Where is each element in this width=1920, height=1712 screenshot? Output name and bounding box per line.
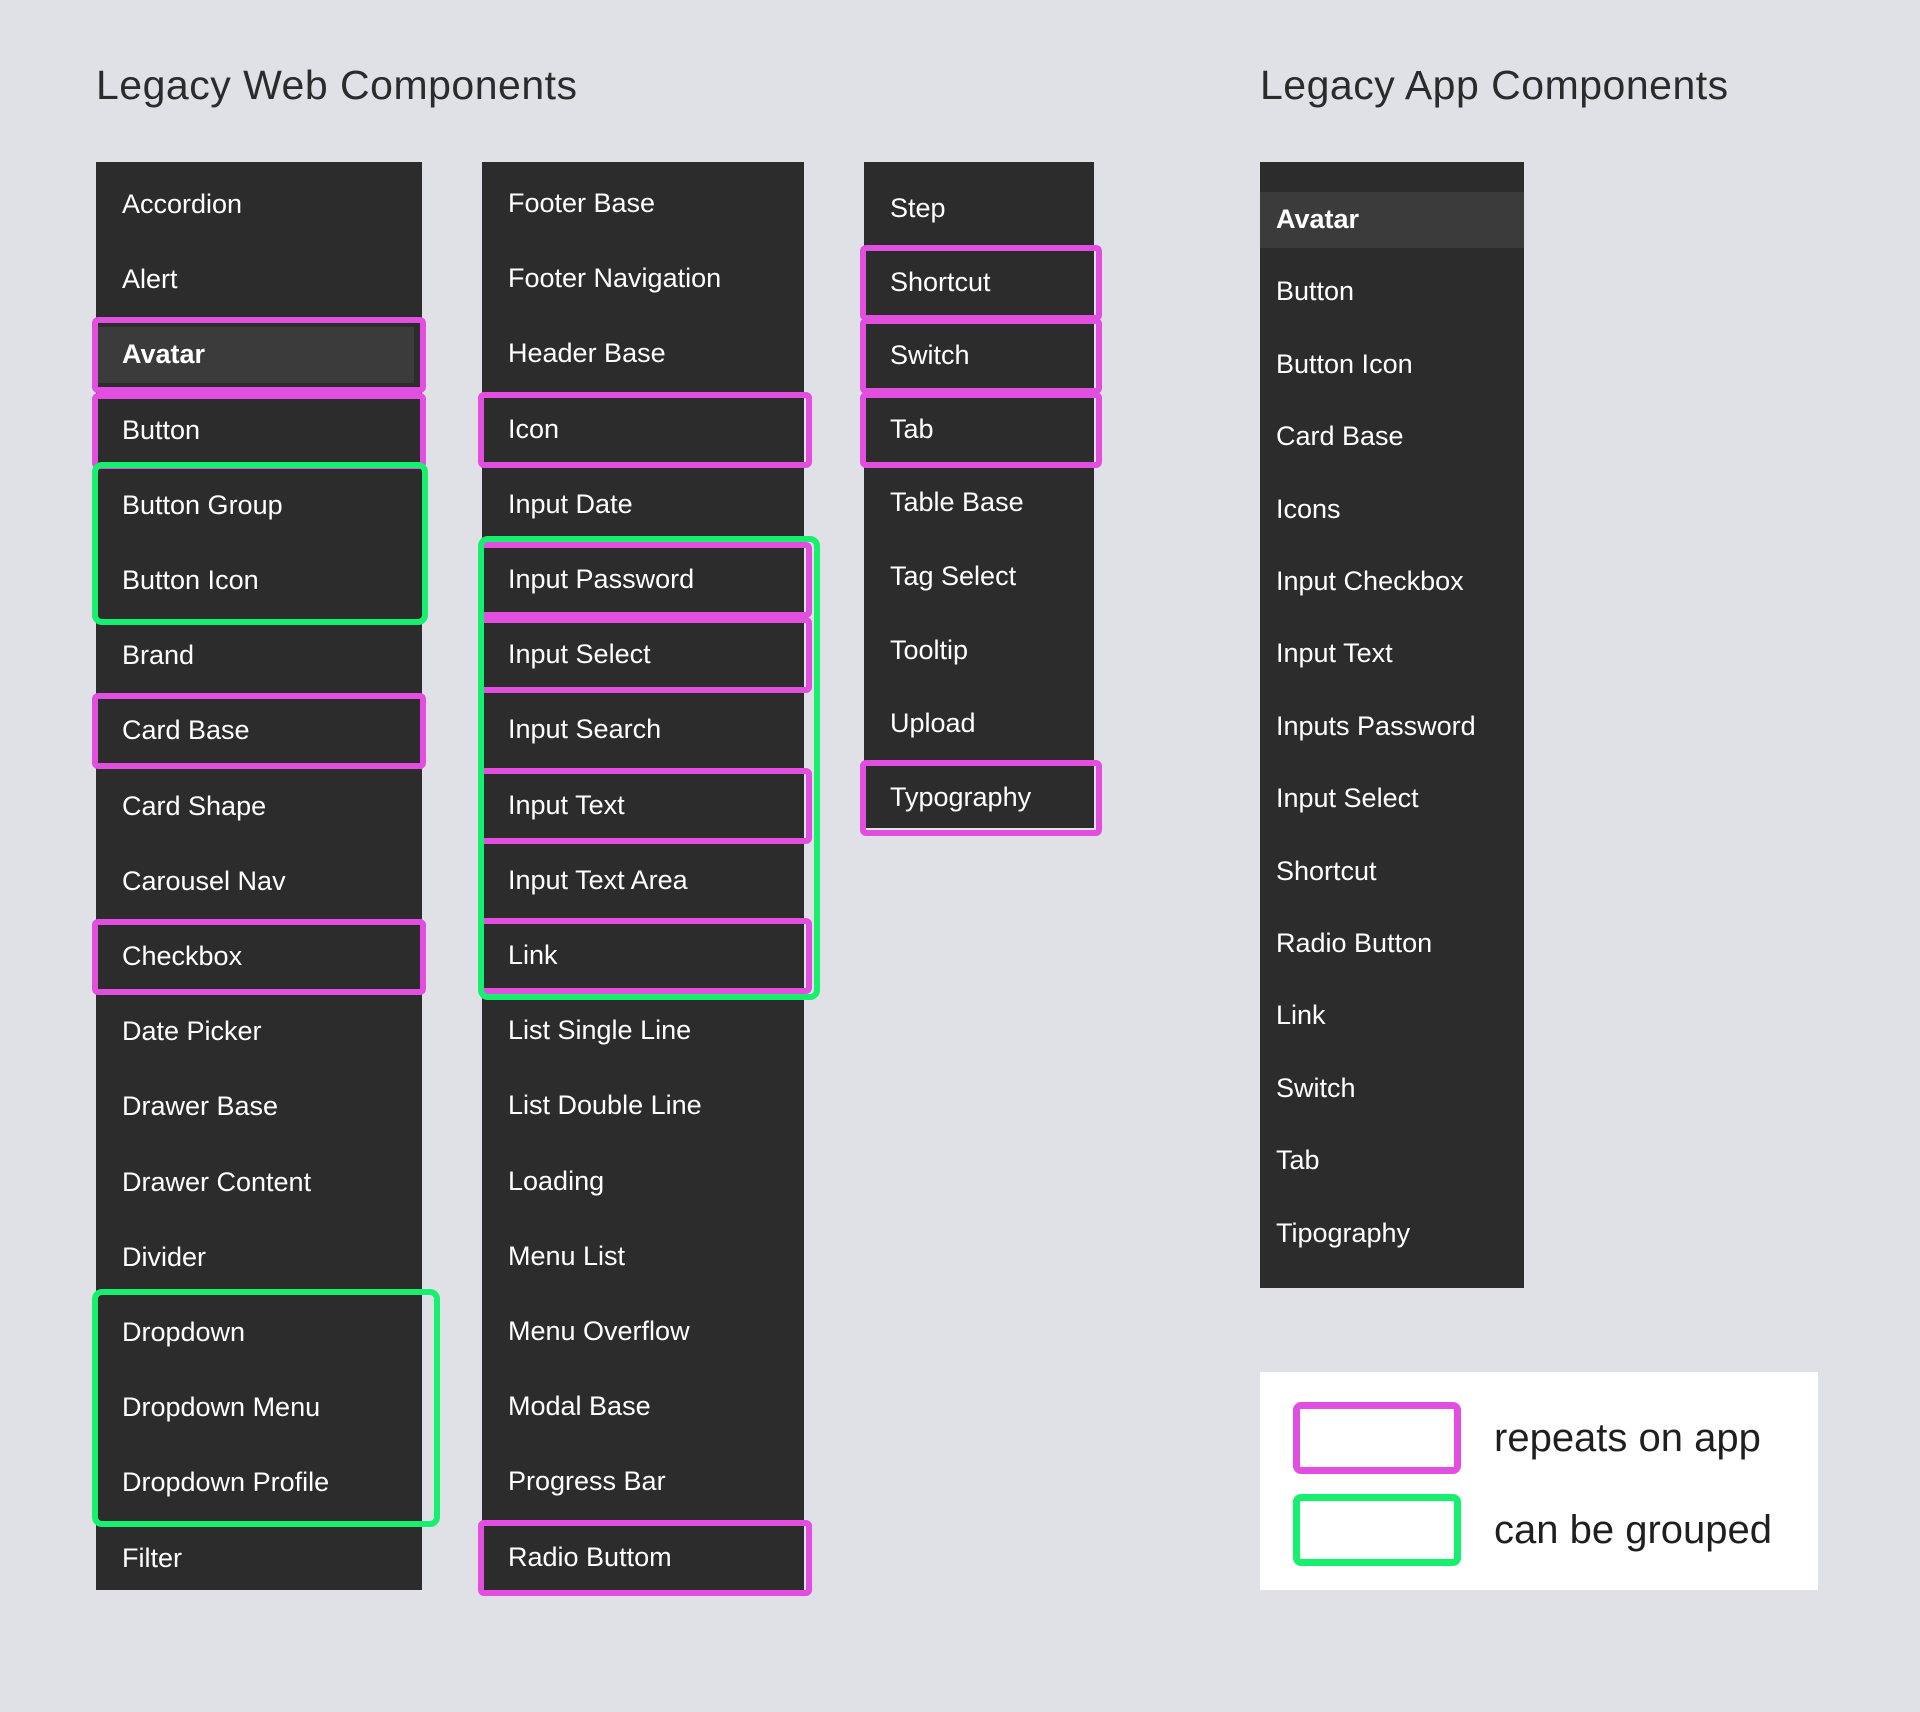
web-col2-item-icon[interactable]: Icon (508, 413, 560, 444)
app-col-item-input-text[interactable]: Input Text (1276, 638, 1393, 669)
web-col1-item-dropdown[interactable]: Dropdown (122, 1317, 246, 1347)
app-col-item-icons[interactable]: Icons (1276, 493, 1341, 524)
repeats-on-app-marker (860, 759, 1102, 836)
web-col2-item-link[interactable]: Link (508, 940, 558, 970)
can-be-grouped-marker (92, 461, 428, 625)
web-col3-item-tab[interactable]: Tab (890, 413, 934, 444)
app-col-item-tipography[interactable]: Tipography (1276, 1217, 1411, 1248)
web-col2-item-input-select[interactable]: Input Select (508, 639, 651, 670)
web-col2-item-input-text-area[interactable]: Input Text Area (508, 864, 688, 895)
web-col3-item-tooltip[interactable]: Tooltip (890, 634, 969, 665)
selected-row-highlight (96, 327, 414, 384)
can-be-grouped-marker (92, 1289, 440, 1528)
app-col-item-tab[interactable]: Tab (1276, 1145, 1320, 1176)
web-col1-item-date-picker[interactable]: Date Picker (122, 1016, 262, 1047)
web-col1-item-card-base[interactable]: Card Base (122, 715, 250, 746)
app-col-item-card-base[interactable]: Card Base (1276, 421, 1404, 452)
app-col-item-shortcut[interactable]: Shortcut (1276, 855, 1377, 886)
app-col-item-switch[interactable]: Switch (1276, 1072, 1356, 1103)
app-col-item-inputs-password[interactable]: Inputs Password (1276, 710, 1476, 741)
repeats-on-app-marker (478, 391, 812, 468)
web-col3-item-upload[interactable]: Upload (890, 708, 976, 739)
web-col2-item-input-search[interactable]: Input Search (508, 714, 662, 745)
web-col1-item-alert[interactable]: Alert (122, 264, 178, 295)
app-col-item-input-select[interactable]: Input Select (1276, 783, 1419, 814)
web-col1-item-accordion[interactable]: Accordion (122, 189, 243, 219)
web-col2-item-progress-bar[interactable]: Progress Bar (508, 1466, 666, 1497)
legend-grouped-swatch (1293, 1494, 1461, 1566)
web-col3-item-table-base[interactable]: Table Base (890, 487, 1024, 518)
can-be-grouped-marker (478, 536, 820, 1000)
web-col1-item-carousel-nav[interactable]: Carousel Nav (122, 865, 286, 896)
web-col3-item-step[interactable]: Step (890, 193, 946, 223)
web-col2-item-input-text[interactable]: Input Text (508, 789, 625, 820)
web-col1-item-filter[interactable]: Filter (122, 1542, 182, 1573)
web-col3-item-tag-select[interactable]: Tag Select (890, 561, 1017, 591)
app-components-heading: Legacy App Components (1260, 62, 1729, 108)
repeats-on-app-marker (860, 318, 1102, 395)
legend-grouped-label: can be grouped (1494, 1508, 1773, 1552)
repeats-on-app-marker (92, 317, 426, 394)
web-col2-item-footer-base[interactable]: Footer Base (508, 188, 656, 218)
web-col2-item-modal-base[interactable]: Modal Base (508, 1391, 651, 1422)
web-col1-item-card-shape[interactable]: Card Shape (122, 790, 267, 821)
web-col2-item-header-base[interactable]: Header Base (508, 338, 666, 369)
web-col2-item-input-password[interactable]: Input Password (508, 564, 695, 594)
web-col2-item-radio-buttom[interactable]: Radio Buttom (508, 1541, 672, 1572)
web-col1-item-avatar[interactable]: Avatar (122, 339, 206, 370)
web-col2-item-footer-navigation[interactable]: Footer Navigation (508, 263, 722, 294)
app-col-item-button[interactable]: Button (1276, 276, 1355, 307)
repeats-on-app-marker (478, 1519, 812, 1596)
legend: repeats on app can be grouped (1260, 1372, 1818, 1590)
app-col-item-radio-button[interactable]: Radio Button (1276, 928, 1433, 958)
app-col-item-input-checkbox[interactable]: Input Checkbox (1276, 566, 1464, 596)
web-col3-item-shortcut[interactable]: Shortcut (890, 266, 991, 297)
repeats-on-app-marker (92, 693, 426, 770)
web-col1-item-dropdown-menu[interactable]: Dropdown Menu (122, 1392, 321, 1423)
web-col1-item-drawer-content[interactable]: Drawer Content (122, 1166, 312, 1197)
app-col-item-avatar[interactable]: Avatar (1276, 204, 1360, 234)
web-col2-item-list-double-line[interactable]: List Double Line (508, 1090, 702, 1121)
app-col-item-button-icon[interactable]: Button Icon (1276, 348, 1413, 379)
repeats-on-app-marker (860, 391, 1102, 468)
web-col1-item-brand[interactable]: Brand (122, 640, 195, 671)
legend-repeats-label: repeats on app (1494, 1416, 1761, 1460)
web-col3-item-switch[interactable]: Switch (890, 340, 970, 371)
repeats-on-app-marker (860, 244, 1102, 321)
web-col1-item-button-group[interactable]: Button Group (122, 489, 283, 520)
web-col1-item-checkbox[interactable]: Checkbox (122, 941, 243, 971)
web-col2-item-menu-list[interactable]: Menu List (508, 1240, 626, 1271)
web-components-heading: Legacy Web Components (96, 62, 578, 108)
web-col1-item-button-icon[interactable]: Button Icon (122, 565, 259, 595)
web-col1-item-dropdown-profile[interactable]: Dropdown Profile (122, 1467, 330, 1498)
repeats-on-app-marker (92, 392, 426, 469)
web-col2-item-loading[interactable]: Loading (508, 1165, 605, 1196)
web-col1-item-divider[interactable]: Divider (122, 1241, 207, 1272)
web-col2-item-menu-overflow[interactable]: Menu Overflow (508, 1316, 690, 1346)
web-col1-item-button[interactable]: Button (122, 414, 201, 445)
web-col2-item-input-date[interactable]: Input Date (508, 488, 633, 519)
app-col-item-link[interactable]: Link (1276, 1000, 1326, 1031)
legend-repeats-swatch (1293, 1402, 1461, 1474)
web-col1-item-drawer-base[interactable]: Drawer Base (122, 1091, 279, 1122)
repeats-on-app-marker (92, 919, 426, 995)
web-col2-item-list-single-line[interactable]: List Single Line (508, 1015, 692, 1046)
selected-row-highlight (1260, 192, 1524, 248)
web-col3-item-typography[interactable]: Typography (890, 781, 1032, 812)
